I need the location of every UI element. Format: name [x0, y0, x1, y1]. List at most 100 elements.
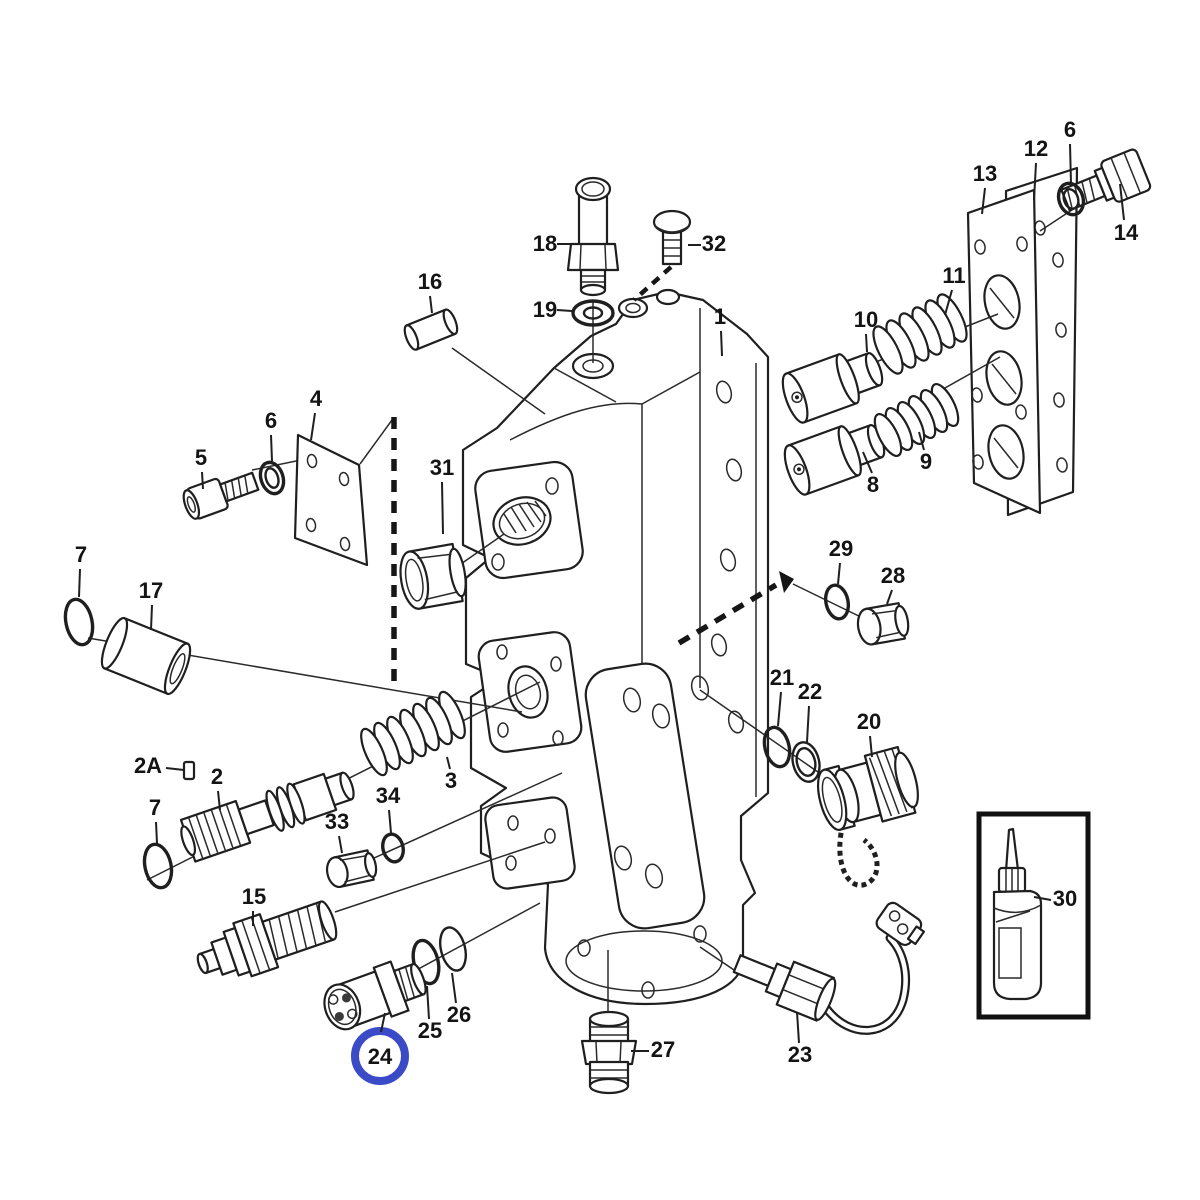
callout-19: 19 [533, 297, 557, 322]
callout-leader-12 [1033, 162, 1037, 201]
callout-leader-33 [338, 835, 343, 854]
cable-connector [875, 901, 926, 947]
callout-32: 32 [702, 231, 726, 256]
threaded-port-boss [474, 460, 584, 580]
callout-leader-23 [796, 1011, 800, 1044]
callout-2A: 2A [134, 753, 162, 778]
callout-leader-8 [862, 451, 873, 474]
callout-leader-2A [165, 767, 185, 771]
part-17-sleeve [100, 616, 192, 696]
part-4-cover-plate [293, 433, 369, 567]
part-34-oring [381, 832, 405, 864]
callout-26: 26 [447, 1002, 471, 1027]
lower-port-boss [484, 796, 576, 890]
part-11-spring [872, 293, 968, 375]
callout-leader-5 [201, 471, 204, 490]
part-9-spring [873, 383, 960, 457]
part-10-piston [781, 352, 884, 424]
callout-leader-26 [451, 972, 457, 1004]
callout-9: 9 [920, 449, 932, 474]
callout-16: 16 [418, 269, 442, 294]
callout-leader-30 [1033, 896, 1052, 901]
part-6-washer-right [1056, 181, 1086, 217]
callout-leader-29 [837, 562, 841, 585]
callout-leader-25 [426, 985, 430, 1020]
inset-box-30 [976, 811, 1091, 1020]
callout-22: 22 [798, 679, 822, 704]
callout-2: 2 [211, 764, 223, 789]
callout-leader-4 [310, 412, 316, 441]
callout-leader-21 [777, 691, 782, 727]
part-23-sensor [732, 901, 926, 1035]
callout-33: 33 [325, 809, 349, 834]
callout-leader-1 [720, 330, 723, 357]
part-22-backup-ring [791, 741, 821, 783]
part-7-oring-lower [142, 842, 174, 890]
callout-3: 3 [445, 768, 457, 793]
callout-23: 23 [788, 1042, 812, 1067]
cap-chain [837, 823, 880, 888]
callout-leader-9 [918, 431, 925, 451]
plug28-mount-dash [677, 582, 778, 646]
callout-6: 6 [265, 408, 277, 433]
callout-leader-28 [886, 589, 893, 605]
callout-leader-14 [1119, 183, 1125, 221]
callout-13: 13 [973, 161, 997, 186]
callout-7: 7 [75, 542, 87, 567]
callout-31: 31 [430, 455, 454, 480]
callout-leader-22 [806, 705, 810, 743]
part-5-bolt [182, 471, 260, 520]
part-30-sealant-bottle [992, 827, 1043, 1001]
callout-leader-11 [944, 289, 953, 316]
callout-5: 5 [195, 445, 207, 470]
part-26-oring [438, 926, 468, 972]
callout-leader-13 [981, 187, 986, 215]
callout-8: 8 [867, 472, 879, 497]
callout-7: 7 [149, 795, 161, 820]
callout-17: 17 [139, 578, 163, 603]
callout-12: 12 [1024, 136, 1048, 161]
part-28-plug [856, 602, 910, 646]
part-8-piston [783, 424, 886, 496]
part-19-seal-washer [571, 299, 615, 327]
callout-leader-19 [556, 309, 573, 312]
part-2a-plug [182, 760, 196, 781]
part-18-breather [566, 176, 620, 297]
callout-1: 1 [714, 304, 726, 329]
callout-21: 21 [770, 665, 794, 690]
callout-29: 29 [829, 536, 853, 561]
highlight-circle [351, 1027, 409, 1085]
callout-10: 10 [854, 307, 878, 332]
callout-leader-31 [441, 481, 444, 535]
callout-leader-6 [270, 434, 273, 462]
callout-15: 15 [242, 884, 266, 909]
callout-leader-2 [217, 790, 221, 811]
callout-leader-20 [869, 735, 873, 758]
callout-30: 30 [1053, 886, 1077, 911]
highlight-layer [351, 1027, 409, 1085]
middle-port-boss [477, 631, 583, 753]
part-7-oring-upper [63, 597, 95, 647]
callout-leader-10 [865, 333, 868, 353]
callout-6: 6 [1064, 117, 1076, 142]
part-32-plug [652, 209, 692, 266]
callout-14: 14 [1114, 220, 1139, 245]
callout-leader-17 [150, 604, 153, 631]
top-port-bosses [571, 288, 681, 380]
callout-25: 25 [418, 1018, 442, 1043]
callout-27: 27 [651, 1037, 675, 1062]
mounting-dashed-lines [391, 265, 794, 688]
part-1-valve-body [461, 288, 770, 1006]
part-24-pressure-sensor [323, 960, 427, 1031]
plug32-mount-dash [632, 265, 673, 302]
callout-leader-3 [446, 756, 451, 770]
part-2-spool-valve [179, 771, 355, 863]
callout-leader-24 [380, 1012, 386, 1033]
callout-24-highlighted: 24 [368, 1044, 393, 1069]
part-27-nipple [580, 1010, 638, 1095]
callout-20: 20 [857, 709, 881, 734]
part-31-plug [399, 542, 467, 610]
part-20-test-coupling [816, 745, 919, 888]
